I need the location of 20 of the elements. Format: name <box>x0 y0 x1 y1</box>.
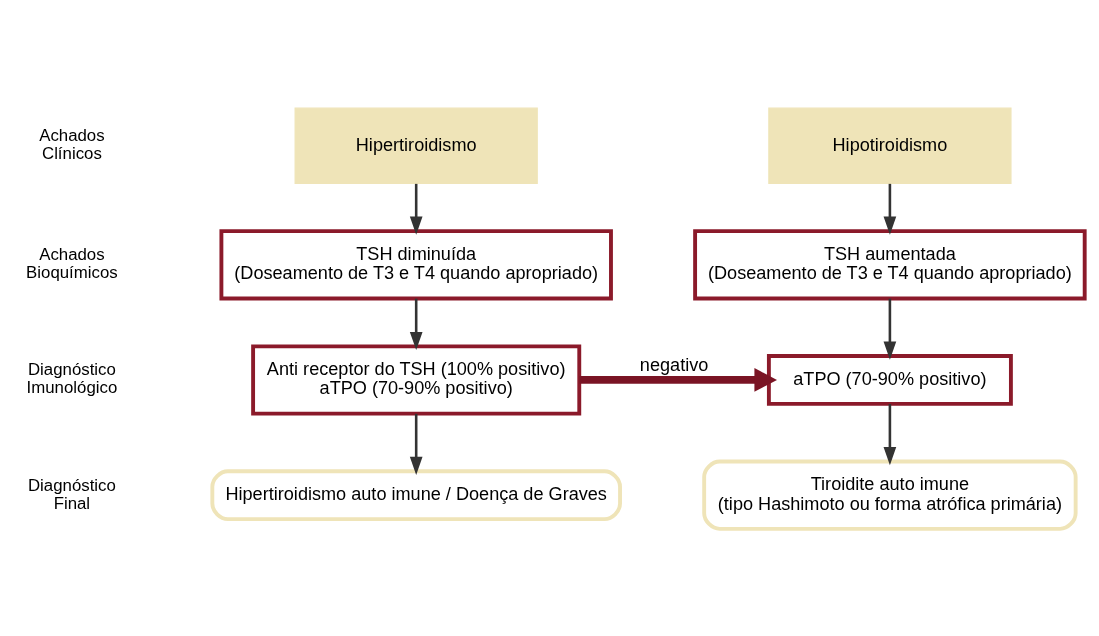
label: Achados Bioquímicos <box>26 244 118 282</box>
node-box: aTPO (70-90% positivo) <box>766 353 1013 406</box>
node-box: Anti receptor do TSH (100% positivo) aTPO (70-90% positivo) <box>251 343 582 416</box>
node-box: Hipertiroidismo auto imune / Doença de Graves <box>210 468 622 521</box>
node-box: TSH diminuída (Doseamento de T3 e T4 quando apropriado) <box>219 228 613 300</box>
label: Achados Clínicos <box>39 125 105 163</box>
node-box: Hipertiroidismo <box>294 107 538 184</box>
node-box: Hipotiroidismo <box>768 107 1012 184</box>
node-box: TSH aumentada (Doseamento de T3 e T4 quando apropriado) <box>693 228 1087 300</box>
arrow <box>883 183 897 235</box>
label: Diagnóstico Imunológico <box>26 359 118 397</box>
edge-label: negativo <box>639 354 709 375</box>
arrow <box>409 183 423 235</box>
arrow <box>883 298 897 360</box>
arrow <box>883 403 897 465</box>
node-box: Tiroidite auto imune (tipo Hashimoto ou forma atrófica primária) <box>702 459 1078 531</box>
label: Diagnóstico Final <box>27 475 116 513</box>
arrow <box>409 413 423 475</box>
arrow <box>579 367 777 392</box>
arrow <box>409 298 423 350</box>
